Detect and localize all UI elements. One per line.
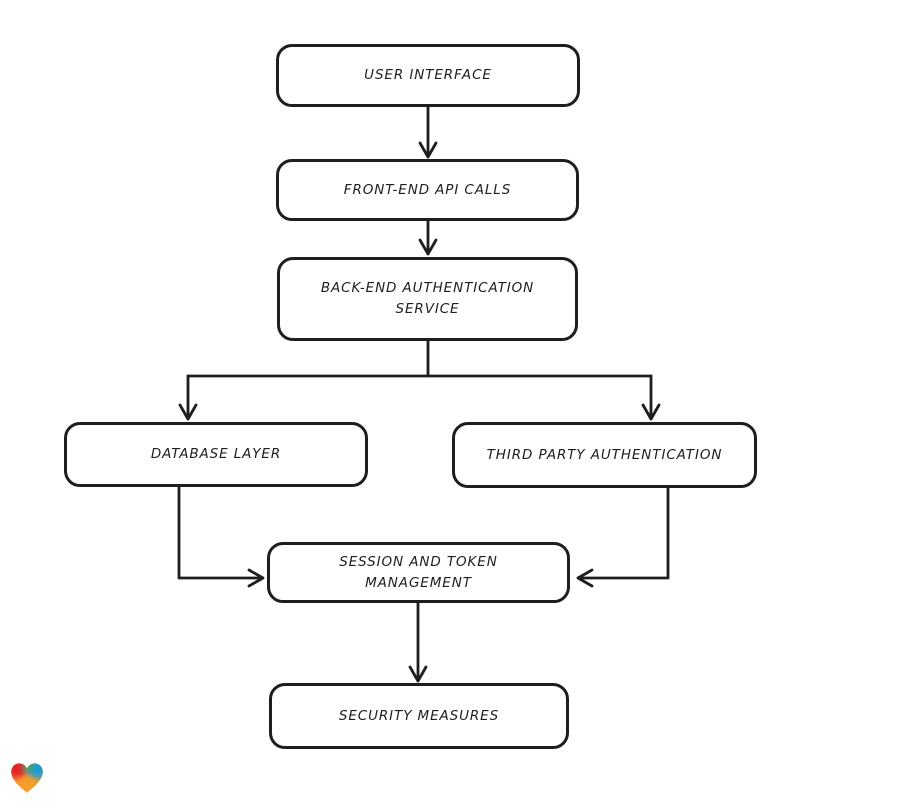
node-session-and-token-management[interactable]: SESSION AND TOKEN MANAGEMENT — [267, 542, 570, 603]
node-session-and-token-management-label: SESSION AND TOKEN MANAGEMENT — [339, 553, 498, 591]
node-user-interface[interactable]: USER INTERFACE — [276, 44, 580, 107]
node-front-end-api-calls-label: FRONT-END API CALLS — [343, 181, 512, 198]
node-front-end-api-calls[interactable]: FRONT-END API CALLS — [276, 159, 579, 221]
edge-back-end-to-database-layer — [178, 374, 198, 421]
edge-third-party-authentication-to-session-and-token-management — [576, 486, 670, 588]
edge-back-end-branch — [186, 339, 653, 378]
node-user-interface-label: USER INTERFACE — [364, 67, 492, 84]
node-third-party-authentication[interactable]: THIRD PARTY AUTHENTICATION — [452, 422, 757, 488]
gradient-heart-logo-icon[interactable] — [9, 761, 45, 797]
node-security-measures-label: SECURITY MEASURES — [338, 707, 500, 724]
node-back-end-authentication-service[interactable]: BACK-END AUTHENTICATION SERVICE — [277, 257, 578, 341]
node-database-layer-label: DATABASE LAYER — [150, 446, 282, 463]
edge-user-interface-to-front-end-api-calls — [418, 105, 438, 159]
node-third-party-authentication-label: THIRD PARTY AUTHENTICATION — [486, 446, 723, 463]
edge-session-to-security-measures — [408, 601, 428, 683]
edge-database-layer-to-session-and-token-management — [177, 485, 265, 588]
node-database-layer[interactable]: DATABASE LAYER — [64, 422, 368, 487]
edge-back-end-to-third-party-authentication — [641, 374, 661, 421]
node-back-end-authentication-service-label: BACK-END AUTHENTICATION SERVICE — [320, 280, 535, 317]
edge-front-end-api-calls-to-back-end-authentication-service — [418, 219, 438, 256]
node-security-measures[interactable]: SECURITY MEASURES — [269, 683, 569, 749]
